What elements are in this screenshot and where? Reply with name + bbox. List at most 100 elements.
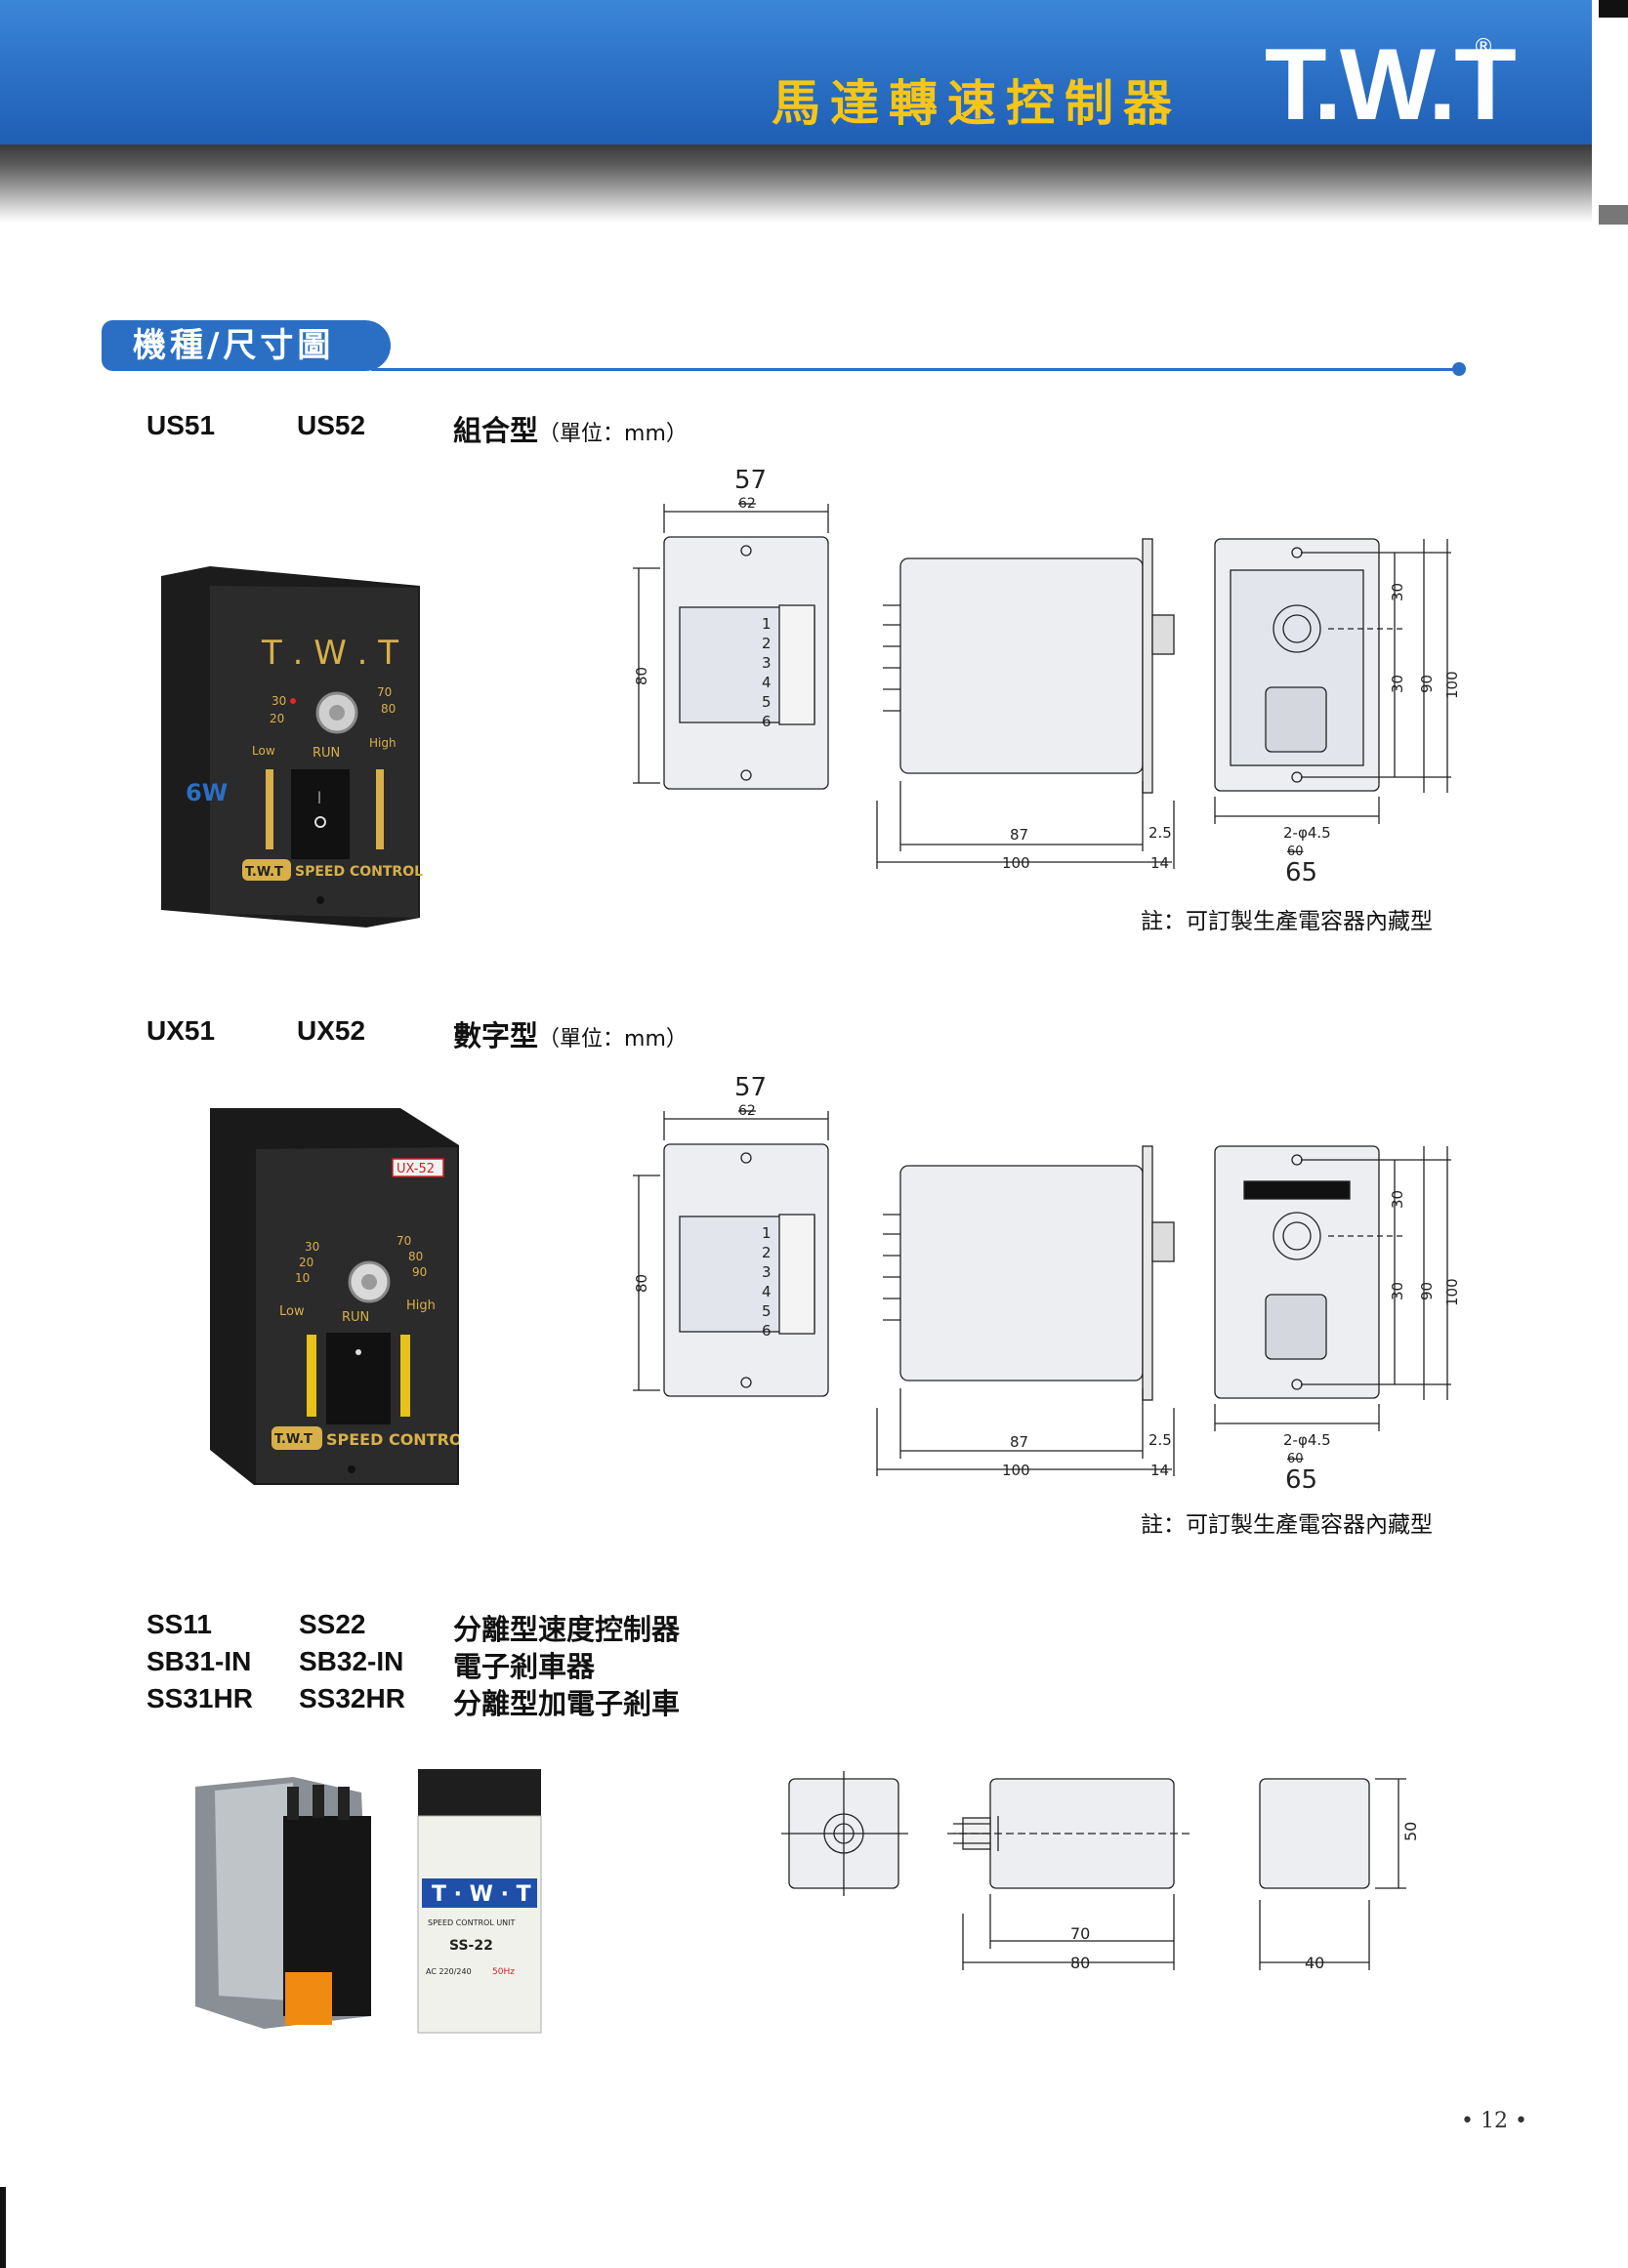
knob-cap <box>361 1274 377 1290</box>
flange <box>1142 1145 1153 1401</box>
display-window <box>1243 1180 1351 1200</box>
unit-brand-bar <box>422 1878 537 1908</box>
scan-mark <box>0 2187 6 2268</box>
brass-strip <box>266 769 273 849</box>
section-rule-dot <box>1452 362 1466 376</box>
model-label: SS11 <box>146 1609 212 1639</box>
dim-panel-old: 60 <box>1287 845 1304 859</box>
page-edge <box>1592 0 1628 2268</box>
model-label: UX51 <box>146 1015 216 1046</box>
front-panel <box>210 586 418 918</box>
badge-text: T.W.T <box>274 1432 313 1447</box>
socket-pin <box>338 1787 350 1820</box>
us-controller-photo: T . W . T 30 20 70 80 Low RUN High | T.W… <box>161 566 423 928</box>
brass-strip <box>376 769 384 849</box>
page-title: 馬達轉速控制器 <box>772 75 1182 132</box>
high-label: High <box>406 1299 436 1313</box>
dim-100: 100 <box>1443 671 1461 699</box>
mount-hole <box>740 1152 752 1164</box>
ss-dimension-drawing: 70 80 40 50 <box>781 1771 1420 1972</box>
dim-30-upper: 30 <box>1389 583 1406 601</box>
header-gradient-band <box>0 144 1592 223</box>
panel-caption: SPEED CONTROL <box>295 864 423 880</box>
dim-depth-100: 100 <box>1002 854 1030 872</box>
dim-90: 90 <box>1418 675 1436 693</box>
page-number: • 12 • <box>1461 2109 1527 2133</box>
scale-label: 10 <box>295 1271 310 1285</box>
model-label: US51 <box>146 410 216 440</box>
scan-mark <box>1599 205 1628 225</box>
type-label: 電子剎車器 <box>453 1650 596 1683</box>
registered-mark: ® <box>1473 35 1494 60</box>
model-badge-text: UX-52 <box>397 1162 435 1176</box>
socket-label-side <box>215 1783 303 2001</box>
dim-40: 40 <box>1305 1954 1324 1972</box>
brand-logo: T.W.T <box>1265 28 1517 142</box>
dim-knob: 14 <box>1150 854 1169 872</box>
terminal-number: 2 <box>762 1244 772 1261</box>
dim-30-lower: 30 <box>1389 675 1406 693</box>
dim-knob: 14 <box>1150 1462 1169 1479</box>
unit-pins-block <box>418 1769 541 1824</box>
model-label: SS32HR <box>299 1683 405 1713</box>
model-label: US52 <box>297 410 366 440</box>
ux-controller-photo: UX-52 30 20 10 70 80 90 Low RUN High T.W… <box>210 1108 459 1485</box>
brass-strip <box>400 1335 410 1417</box>
terminal-number: 4 <box>762 1283 772 1300</box>
dim-80: 80 <box>1070 1954 1090 1972</box>
terminal-number: 6 <box>762 713 772 730</box>
dim-front-width-old: 62 <box>738 496 756 512</box>
scale-label: 90 <box>412 1265 427 1279</box>
model-badge <box>392 1158 444 1177</box>
dim-flange: 2.5 <box>1148 824 1172 842</box>
unit-freq: 50Hz <box>492 1967 515 1977</box>
brass-strip <box>307 1335 316 1417</box>
type-label: 分離型加電子剎車 <box>453 1687 681 1720</box>
screw-hole <box>348 1465 355 1473</box>
unit-line1: SPEED CONTROL UNIT <box>428 1918 516 1927</box>
dim-holes: 2-φ4.5 <box>1283 1431 1331 1449</box>
scale-label: 20 <box>299 1256 313 1269</box>
terminal-number: 5 <box>762 1302 772 1320</box>
knob-shaft <box>1151 614 1175 655</box>
model-label: UX52 <box>297 1015 366 1046</box>
header-banner <box>0 0 1592 144</box>
ss-rear-view <box>1259 1778 1370 1889</box>
run-label: RUN <box>342 1310 369 1325</box>
switch-off-mark <box>314 816 326 828</box>
dim-panel: 65 <box>1285 1465 1317 1495</box>
screw-hole <box>316 896 324 904</box>
dim-90: 90 <box>1418 1282 1436 1300</box>
terminal-number: 3 <box>762 1263 772 1281</box>
knob-shaft <box>1151 1221 1175 1262</box>
knob-inner <box>1282 614 1312 643</box>
terminal-number: 3 <box>762 654 772 672</box>
note-text: 註：可訂製生產電容器內藏型 <box>1141 909 1433 934</box>
side-label: 6W <box>186 779 228 806</box>
socket-pin <box>287 1787 299 1820</box>
power-switch <box>326 1333 391 1424</box>
type-label: 組合型（單位：mm） <box>453 414 688 447</box>
dim-front-height: 80 <box>633 1274 650 1293</box>
din-clip <box>285 1972 332 2025</box>
terminal-number: 5 <box>762 693 772 711</box>
us-dimension-drawing: 57 62 80 1 2 3 4 5 6 87 100 2.5 14 30 30… <box>633 469 1461 887</box>
dim-flange: 2.5 <box>1148 1431 1172 1449</box>
unit-brand: T · W · T <box>432 1882 531 1907</box>
dim-panel-old: 60 <box>1287 1452 1304 1466</box>
scale-label: 20 <box>270 712 284 725</box>
mount-hole <box>740 545 752 557</box>
scale-label: 70 <box>377 685 392 699</box>
terminal-number: 6 <box>762 1322 772 1340</box>
type-label: 數字型（單位：mm） <box>453 1019 688 1052</box>
socket-pin <box>313 1785 324 1818</box>
scan-mark <box>1599 0 1628 18</box>
low-label: Low <box>252 744 275 758</box>
switch-on-mark <box>355 1349 361 1355</box>
terminal-number: 1 <box>762 615 772 633</box>
section-rule <box>371 368 1455 371</box>
dim-front-height: 80 <box>633 667 650 685</box>
unit-voltage: AC 220/240 <box>426 1967 472 1976</box>
scale-label: 70 <box>397 1234 411 1248</box>
dim-30-lower: 30 <box>1389 1282 1406 1300</box>
